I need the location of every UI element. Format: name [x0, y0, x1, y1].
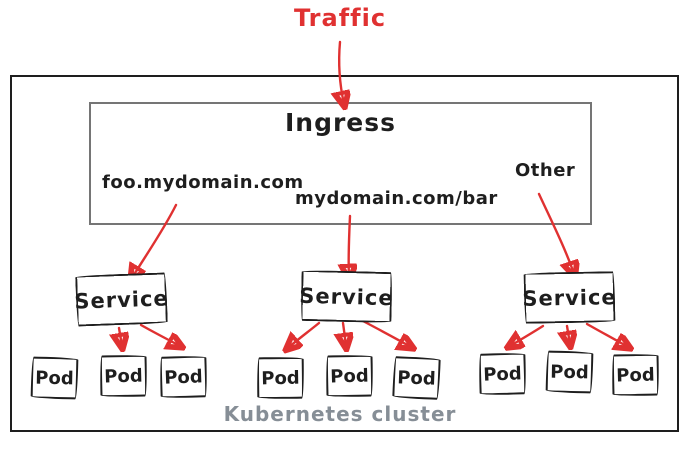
pod-9-label: Pod: [615, 364, 655, 386]
pod-8-label: Pod: [550, 361, 589, 383]
pod-box-3: Pod: [159, 355, 208, 399]
service-box-3: Service: [522, 271, 617, 324]
pod-box-7: Pod: [478, 352, 527, 396]
pod-box-1: Pod: [30, 356, 79, 400]
ingress-box: Ingress foo.mydomain.com mydomain.com/ba…: [89, 102, 592, 225]
ingress-rule-mydomain-bar: mydomain.com/bar: [295, 188, 498, 209]
pod-box-2: Pod: [99, 354, 148, 398]
ingress-rule-foo-mydomain: foo.mydomain.com: [102, 172, 304, 193]
ingress-title: Ingress: [284, 108, 397, 137]
pod-6-label: Pod: [396, 366, 437, 390]
pod-box-8: Pod: [545, 350, 594, 394]
pod-4-label: Pod: [261, 367, 300, 389]
pod-7-label: Pod: [482, 362, 523, 386]
service-3-label: Service: [522, 284, 617, 311]
pod-2-label: Pod: [103, 365, 143, 387]
kubernetes-cluster-label: Kubernetes cluster: [223, 402, 457, 426]
pod-box-4: Pod: [256, 356, 305, 400]
pod-5-label: Pod: [329, 365, 369, 387]
service-2-label: Service: [299, 283, 394, 310]
service-box-1: Service: [73, 272, 170, 327]
service-1-label: Service: [73, 285, 170, 314]
pod-1-label: Pod: [35, 367, 74, 389]
pod-3-label: Pod: [163, 365, 204, 389]
pod-box-5: Pod: [325, 354, 374, 398]
pod-box-6: Pod: [392, 356, 441, 400]
pod-box-9: Pod: [611, 353, 660, 397]
ingress-rule-other: Other: [515, 160, 576, 181]
traffic-label: Traffic: [293, 4, 387, 32]
service-box-2: Service: [299, 269, 394, 324]
